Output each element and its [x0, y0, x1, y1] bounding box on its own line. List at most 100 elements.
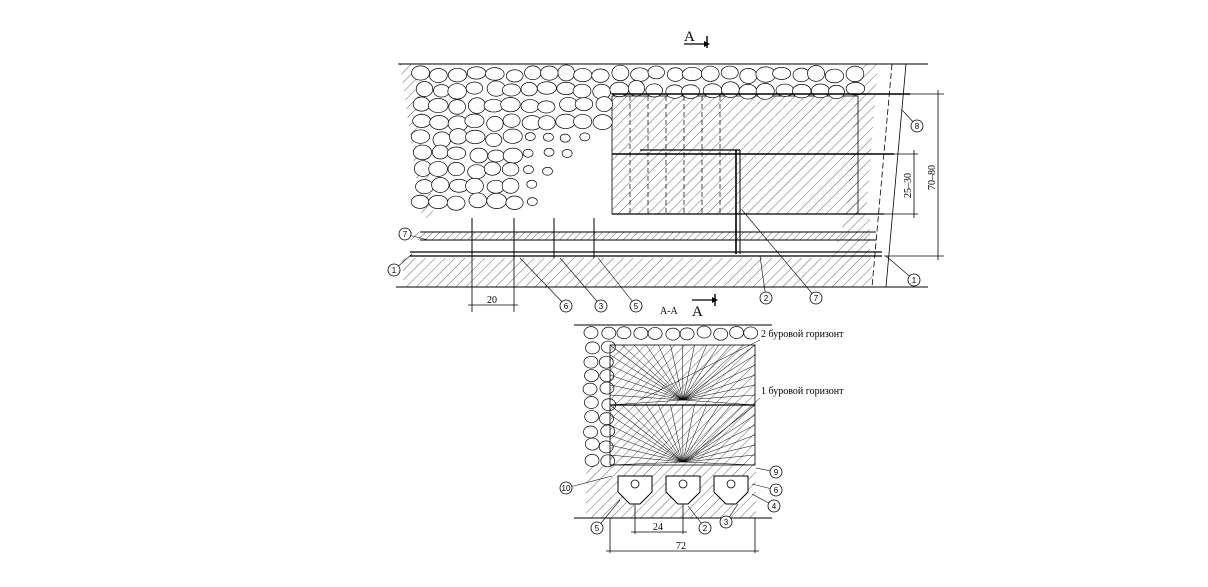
- callout-number: 2: [764, 294, 769, 303]
- stone: [502, 128, 523, 144]
- stone: [713, 327, 729, 341]
- stone: [411, 65, 430, 81]
- stone: [447, 83, 467, 100]
- stone: [520, 99, 540, 113]
- stone: [448, 128, 468, 145]
- callout-number: 6: [774, 486, 779, 495]
- fan-hole: [646, 344, 684, 401]
- cross-section: A-A 2 буровой горизонт 1 буровой горизон…: [559, 306, 844, 553]
- stone: [415, 81, 434, 97]
- dimension-spacing-top: 20: [468, 258, 518, 312]
- stone: [415, 179, 434, 195]
- stone: [573, 114, 593, 130]
- stone: [486, 116, 504, 132]
- stone: [665, 84, 684, 99]
- stone: [433, 84, 450, 98]
- stone: [428, 194, 448, 209]
- callout-number: 5: [634, 302, 639, 311]
- stone: [845, 65, 865, 82]
- stone: [584, 369, 599, 382]
- stone: [536, 81, 557, 95]
- stone: [466, 66, 487, 80]
- stone: [505, 69, 524, 83]
- fan-hole: [682, 394, 756, 401]
- callout-number: 7: [403, 230, 408, 239]
- stone: [429, 115, 449, 130]
- stone: [556, 81, 576, 95]
- stone: [468, 192, 488, 209]
- fan-drill-holes: [609, 344, 756, 466]
- stone: [721, 81, 740, 98]
- stone: [465, 129, 486, 145]
- fan-hole: [682, 374, 756, 401]
- callout-number: 4: [772, 502, 777, 511]
- stone: [645, 83, 663, 98]
- fan-hole: [609, 384, 684, 401]
- callout-circle: [719, 515, 733, 529]
- fan-hole: [682, 461, 756, 466]
- callout-circle: [907, 273, 921, 287]
- blast-holes: [629, 96, 721, 214]
- stone: [579, 132, 591, 142]
- dimension-height: 70–80 25–30: [884, 90, 944, 260]
- callout-number: 2: [703, 524, 708, 533]
- fan-hole: [682, 344, 744, 401]
- stone: [738, 83, 758, 100]
- stone: [465, 81, 484, 95]
- dim-24: 24: [653, 522, 663, 533]
- callout-circle: [590, 521, 604, 535]
- fan-hole: [609, 424, 684, 463]
- callout-circle: [629, 299, 643, 313]
- stone: [431, 177, 450, 193]
- fan-hole: [682, 399, 756, 406]
- stone: [633, 326, 649, 340]
- stone: [720, 65, 739, 80]
- stone: [792, 83, 812, 99]
- callout-circle: [809, 291, 823, 305]
- stone: [540, 65, 559, 81]
- horizon-label-lower: 1 буровой горизонт: [761, 386, 844, 397]
- stone: [543, 132, 554, 142]
- dimension-spacing-bottom: 24: [631, 505, 687, 534]
- callout-number: 7: [814, 294, 819, 303]
- stone: [572, 83, 592, 99]
- stone: [601, 326, 617, 340]
- fan-hole: [682, 404, 707, 463]
- stone: [743, 326, 759, 340]
- callout-circle: [559, 481, 573, 495]
- stone: [543, 147, 555, 157]
- stone: [469, 147, 489, 164]
- dimension-width-bottom: 72: [606, 518, 759, 553]
- callout-circle: [769, 483, 783, 497]
- fan-hole: [609, 354, 684, 401]
- stone: [524, 65, 542, 80]
- stone: [584, 454, 600, 467]
- stone: [542, 166, 553, 176]
- callout-number: 10: [562, 484, 571, 493]
- stone: [772, 67, 792, 80]
- callout-number: 1: [912, 276, 917, 285]
- fan-hole: [682, 434, 756, 463]
- fan-hole: [682, 444, 756, 463]
- stone: [559, 133, 571, 143]
- stone: [447, 162, 465, 177]
- stone: [428, 161, 448, 177]
- fan-hole: [670, 344, 684, 401]
- fan-hole: [609, 454, 684, 463]
- stone: [824, 68, 844, 84]
- fan-hole: [682, 404, 732, 463]
- stone: [502, 83, 521, 97]
- stone: [557, 64, 575, 82]
- stone: [574, 97, 594, 111]
- stone: [679, 327, 695, 341]
- fan-hole: [682, 354, 756, 401]
- stone: [561, 149, 573, 158]
- dim-20: 20: [487, 295, 497, 306]
- stone: [827, 84, 845, 100]
- fan-hole: [609, 461, 684, 466]
- fan-hole: [633, 344, 684, 401]
- fan-hole: [682, 454, 756, 463]
